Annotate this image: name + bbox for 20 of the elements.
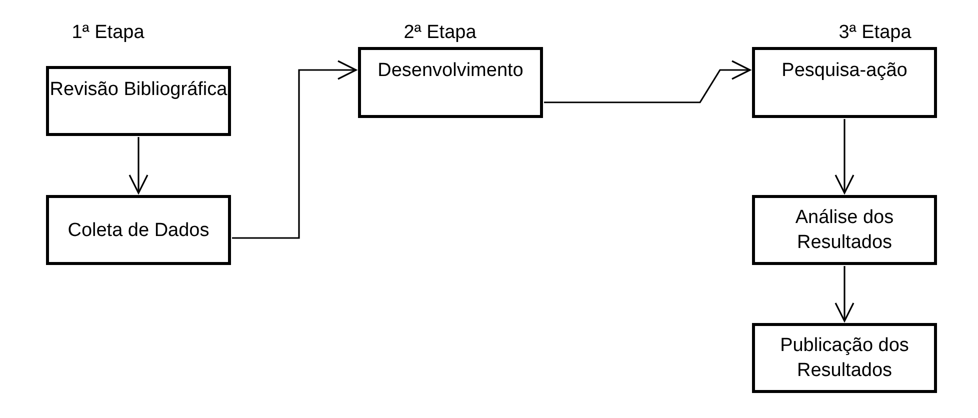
process-box [752, 323, 937, 393]
stage-label: 2ª Etapa [404, 22, 476, 44]
stage-label: 3ª Etapa [838, 22, 912, 44]
stage-label: 1ª Etapa [72, 22, 144, 44]
arrow [834, 266, 854, 322]
arrow [232, 60, 357, 239]
box-text: Publicação dos Resultados [779, 334, 910, 383]
process-box [752, 195, 937, 265]
arrow [834, 119, 854, 194]
box-text: Análise dos Resultados [794, 206, 895, 255]
process-box [46, 66, 231, 136]
process-box [46, 195, 231, 265]
box-text: Revisão Bibliográfica [50, 78, 228, 102]
box-text: Coleta de Dados [68, 218, 210, 242]
process-box [358, 47, 543, 118]
box-text: Desenvolvimento [378, 59, 524, 83]
arrow [128, 137, 148, 194]
process-box [752, 47, 937, 118]
box-text: Pesquisa-ação [782, 59, 908, 83]
arrow [544, 60, 751, 104]
